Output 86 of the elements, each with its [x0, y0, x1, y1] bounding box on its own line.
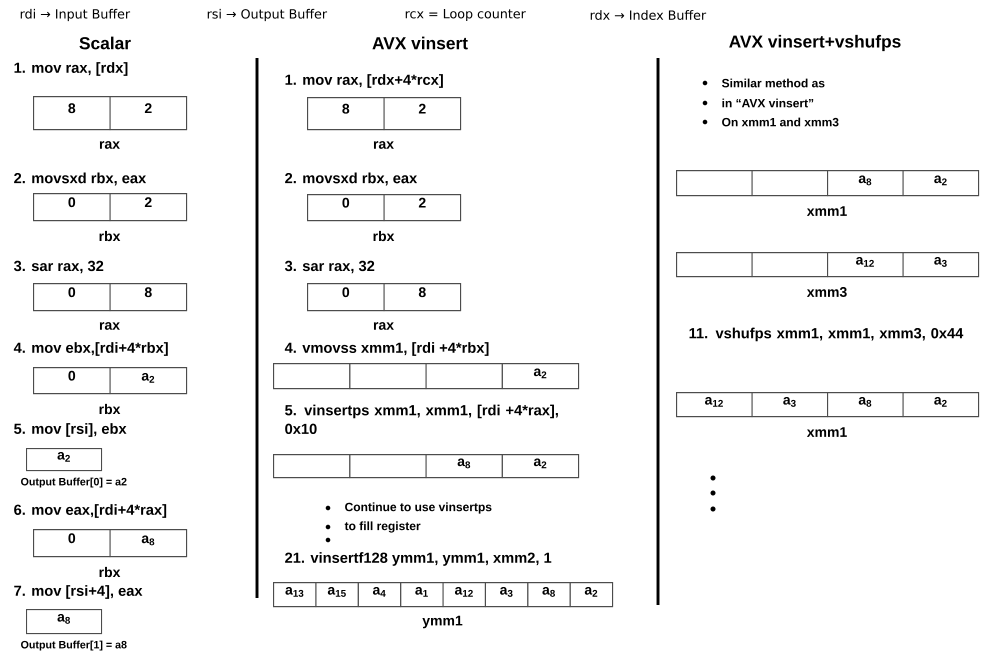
- register-name: rax: [100, 141, 120, 149]
- register-name: rbx: [100, 566, 120, 578]
- bullet-item: to fill register: [326, 521, 420, 533]
- register-cell: a$_{4}$: [358, 582, 402, 608]
- empty-cell: [752, 252, 828, 278]
- register-name: rax: [374, 322, 394, 330]
- memory-cell: a$_{8}$: [26, 609, 102, 634]
- register-cell: a$_{12}$: [442, 582, 486, 608]
- register-name: xmm1: [806, 427, 847, 437]
- register-cell: a$_{2}$: [902, 170, 980, 196]
- instruction-text: 3. sar rax, 32: [284, 260, 374, 274]
- register-cell: a$_{8}$: [827, 170, 904, 196]
- instruction-text: 2. movsxd rbx, eax: [14, 172, 146, 186]
- register-cell: a$_{8}$: [110, 529, 188, 558]
- register-cell: a$_{2}$: [902, 392, 980, 418]
- register-cell: 0: [33, 283, 111, 312]
- register-cell: a$_{2}$: [110, 367, 188, 394]
- register-cell: 2: [110, 193, 188, 222]
- register-name: rax: [100, 322, 120, 330]
- empty-cell: [273, 363, 350, 390]
- register-cell: 2: [110, 96, 188, 130]
- register-cell: a$_{2}$: [502, 454, 580, 478]
- register-note: rdi → Input Buffer: [20, 8, 130, 22]
- instruction-text: 3. sar rax, 32: [14, 260, 104, 274]
- register-cell: 2: [384, 97, 462, 130]
- register-cell: a$_{2}$: [570, 582, 614, 608]
- column-title: AVX vinsert: [372, 36, 468, 50]
- instruction-text: 4. mov ebx,[rdi+4*rbx]: [14, 342, 168, 356]
- instruction-text: 2. movsxd rbx, eax: [285, 172, 418, 186]
- output-note: Output Buffer[1] = a8: [21, 640, 127, 651]
- column-title: AVX vinsert+vshufps: [729, 34, 901, 52]
- instruction-text: 1. mov rax, [rdx+4*rcx]: [286, 74, 443, 88]
- empty-cell: [349, 454, 427, 478]
- register-name: xmm1: [806, 206, 847, 216]
- register-name: rbx: [100, 230, 120, 242]
- column-title: Scalar: [79, 36, 131, 50]
- register-note: rcx = Loop counter: [406, 9, 526, 21]
- empty-cell: [426, 363, 503, 390]
- register-name: rbx: [100, 404, 120, 414]
- bullet-item: Continue to use vinsertps: [326, 502, 492, 514]
- bullet-item: On xmm1 and xmm3: [702, 118, 839, 126]
- bullet-item: Similar method as: [702, 78, 824, 88]
- register-note: rdx → Index Buffer: [590, 10, 706, 20]
- empty-cell: [752, 170, 828, 196]
- register-cell: a$_{15}$: [315, 582, 359, 608]
- register-cell: 8: [33, 96, 111, 130]
- register-cell: 8: [384, 283, 462, 312]
- register-cell: 0: [307, 194, 385, 222]
- register-cell: a$_{8}$: [827, 392, 904, 418]
- register-cell: a$_{8}$: [527, 582, 571, 608]
- register-name: rbx: [374, 230, 394, 242]
- register-cell: 8: [307, 97, 385, 130]
- register-name: ymm1: [422, 616, 462, 628]
- register-name: rax: [374, 141, 394, 149]
- instruction-text: 6. mov eax,[rdi+4*rax]: [14, 504, 166, 518]
- instruction-text: 7. mov [rsi+4], eax: [14, 585, 142, 599]
- output-note: Output Buffer[0] = a2: [21, 478, 127, 488]
- instruction-text: 1. mov rax, [rdx]: [14, 62, 128, 76]
- register-name: xmm3: [806, 287, 847, 297]
- empty-cell: [273, 454, 350, 478]
- bullet-item: in “AVX vinsert”: [702, 98, 814, 108]
- register-cell: 0: [33, 193, 111, 222]
- register-cell: a$_{3}$: [752, 392, 828, 418]
- instruction-text: 11. vshufps xmm1, xmm1, xmm3, 0x44: [690, 328, 964, 342]
- empty-cell: [676, 170, 753, 196]
- register-cell: a$_{8}$: [426, 454, 503, 478]
- register-cell: 0: [33, 529, 111, 558]
- register-cell: a$_{3}$: [484, 582, 528, 608]
- register-cell: 0: [33, 367, 111, 394]
- instruction-text: 5. vinsertps xmm1, xmm1, [rdi +4*rax], 0x10: [285, 404, 558, 434]
- memory-cell: a$_{2}$: [26, 448, 102, 472]
- register-cell: a$_{12}$: [676, 392, 753, 418]
- register-cell: 2: [384, 194, 462, 222]
- register-cell: a$_{2}$: [502, 363, 580, 390]
- instruction-text: 4. vmovss xmm1, [rdi +4*rbx]: [284, 342, 488, 356]
- register-cell: 0: [307, 283, 385, 312]
- register-cell: a$_{1}$: [400, 582, 444, 608]
- register-cell: a$_{13}$: [273, 582, 316, 608]
- register-note: rsi → Output Buffer: [208, 8, 328, 22]
- register-cell: a$_{12}$: [827, 252, 904, 278]
- register-cell: 8: [110, 283, 188, 312]
- empty-cell: [349, 363, 427, 390]
- register-cell: a$_{3}$: [902, 252, 980, 278]
- instruction-text: 5. mov [rsi], ebx: [14, 423, 127, 437]
- instruction-text: 21. vinsertf128 ymm1, ymm1, xmm2, 1: [285, 552, 552, 566]
- empty-cell: [676, 252, 753, 278]
